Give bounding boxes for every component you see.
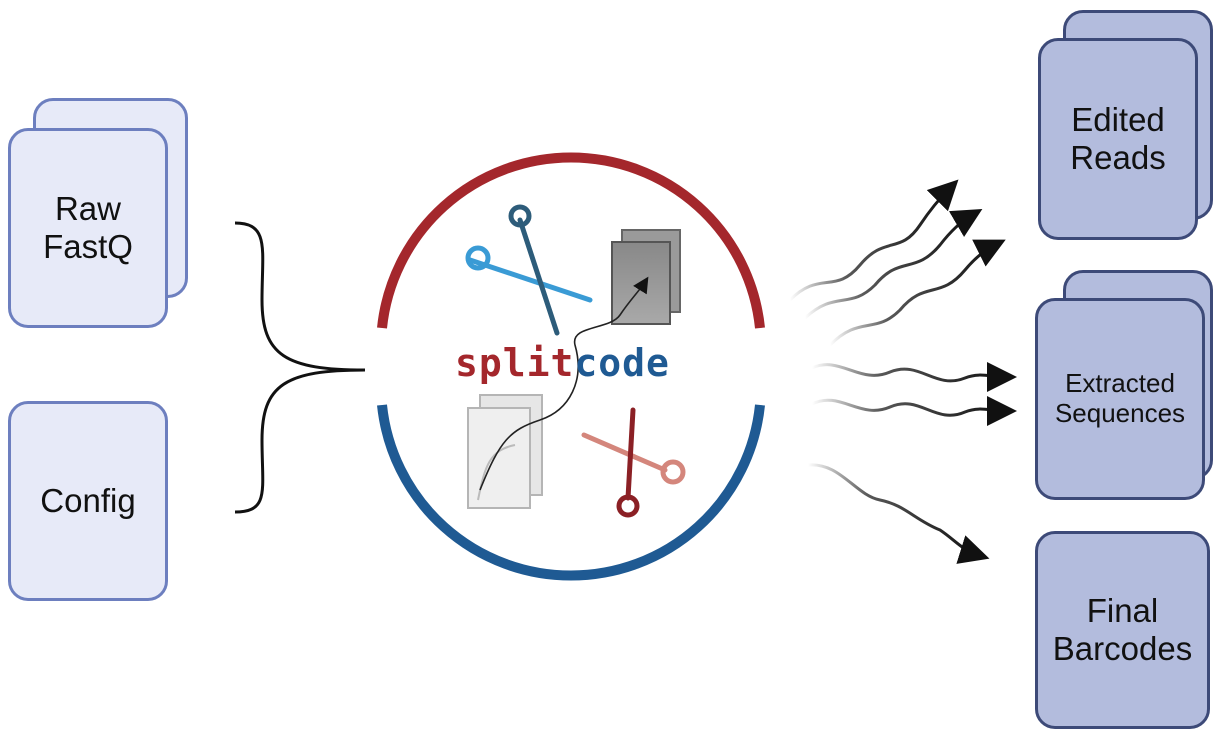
output-arrows [788, 179, 1017, 564]
tool-name-part2: code [574, 341, 670, 385]
extracted-sequences-label: Extracted Sequences [1054, 368, 1186, 428]
final-barcodes-card: Final Barcodes [1035, 531, 1210, 729]
wavy-arrow-6 [807, 463, 990, 564]
document-stack-icon [611, 229, 681, 325]
raw-fastq-label: Raw FastQ [43, 190, 133, 265]
bottom-blue-arc [377, 404, 765, 581]
raw-fastq-card: Raw FastQ [8, 128, 168, 328]
document-stack-icon [467, 394, 543, 509]
tool-name-part1: split [455, 341, 575, 385]
final-barcodes-label: Final Barcodes [1052, 592, 1193, 667]
extracted-sequences-card: Extracted Sequences [1035, 298, 1205, 500]
edited-reads-card: Edited Reads [1038, 38, 1198, 240]
scissors-icon [465, 204, 593, 336]
wavy-arrow-5 [811, 395, 1017, 426]
wavy-arrow-4 [811, 361, 1017, 392]
config-card: Config [8, 401, 168, 601]
transfer-thread [479, 276, 649, 491]
edited-reads-label: Edited Reads [1070, 101, 1166, 176]
wavy-arrow-1 [788, 179, 959, 302]
merge-brace [234, 221, 366, 514]
top-red-arc [377, 152, 765, 329]
wavy-arrow-2 [803, 208, 983, 320]
tool-name: splitcode [455, 341, 670, 385]
scissors-icon [581, 407, 686, 518]
config-label: Config [40, 482, 136, 520]
wavy-arrow-3 [828, 239, 1006, 347]
